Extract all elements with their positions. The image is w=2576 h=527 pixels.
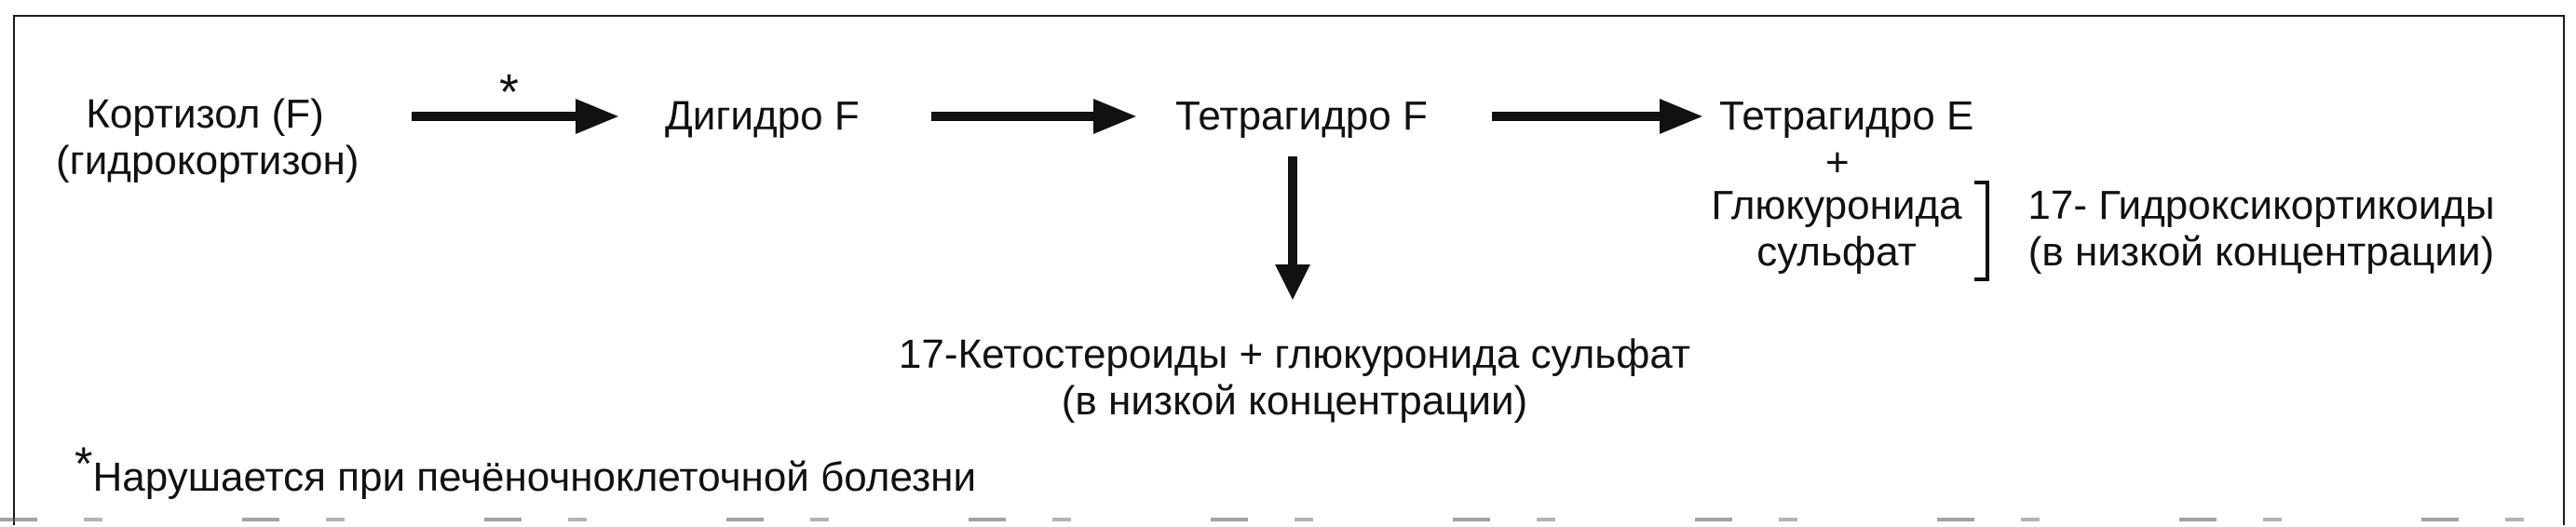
node-cortisol-line2: (гидрокортизон) — [56, 138, 359, 183]
arrow-cortisol-to-dihydro — [412, 99, 618, 134]
bottom-scan-artifact — [0, 518, 2576, 521]
plus-sign: + — [1825, 140, 1850, 185]
arrow-asterisk: * — [499, 64, 520, 120]
node-hydroxycorticoids: 17- Гидроксикортикоиды (в низкой концент… — [1993, 182, 2529, 276]
node-tetrahydro-f: Тетрагидро F — [1175, 93, 1428, 139]
node-glucuronide-line1: Глюкуронида — [1711, 182, 1962, 228]
node-cortisol-line1: Кортизол (F) — [86, 91, 324, 137]
arrow-tetrahydro-f-to-tetrahydro-e — [1492, 99, 1702, 134]
node-tetrahydro-e: Тетрагидро E — [1719, 93, 1974, 139]
footnote: *Нарушается при печёночноклеточной болез… — [75, 440, 977, 501]
node-hydroxycorticoids-line2: (в низкой концентрации) — [2027, 229, 2495, 275]
footnote-asterisk: * — [75, 438, 93, 490]
node-dihydro: Дигидро F — [665, 93, 860, 139]
node-cortisol: Кортизол (F) (гидрокортизон) — [56, 91, 359, 184]
arrow-dihydro-to-tetrahydro-f — [931, 99, 1136, 134]
node-ketosteroids: 17-Кетостероиды + глюкуронида сульфат (в… — [875, 331, 1714, 425]
node-ketosteroids-line2: (в низкой концентрации) — [1061, 378, 1528, 424]
node-hydroxycorticoids-line1: 17- Гидроксикортикоиды — [2027, 182, 2495, 228]
node-glucuronide-line2: сульфат — [1756, 229, 1917, 275]
bracket — [1974, 181, 1989, 281]
node-glucuronide: Глюкуронида сульфат — [1699, 182, 1974, 276]
footnote-text: Нарушается при печёночноклеточной болезн… — [92, 454, 977, 500]
node-ketosteroids-line1: 17-Кетостероиды + глюкуронида сульфат — [898, 331, 1691, 377]
arrow-tetrahydro-f-to-ketosteroids — [1275, 156, 1310, 300]
diagram-frame — [13, 15, 2565, 525]
